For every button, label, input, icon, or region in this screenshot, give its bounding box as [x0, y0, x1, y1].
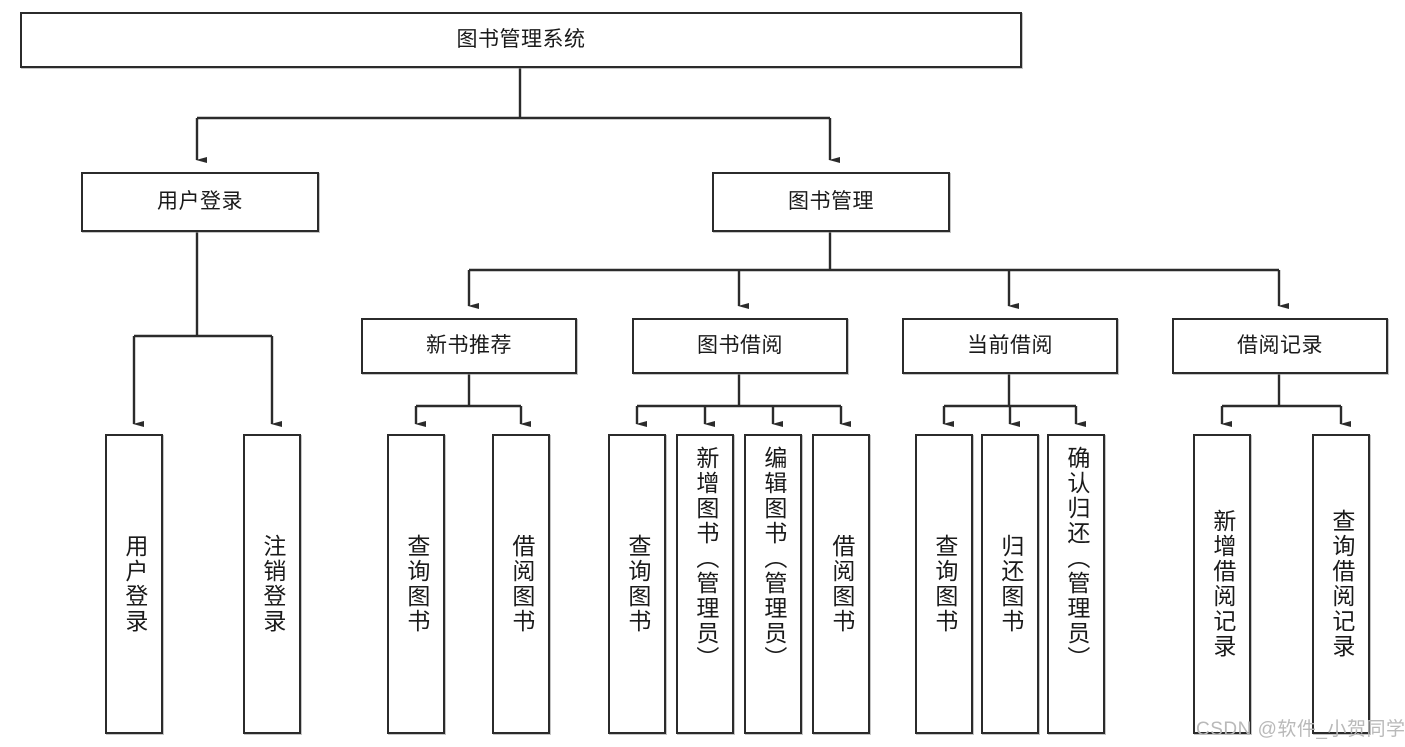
- node-label: 当前借阅: [967, 334, 1053, 358]
- node-label: 编辑图书（管理员）: [760, 446, 787, 671]
- node-label: 新增图书（管理员）: [692, 446, 719, 671]
- node-label: 借阅记录: [1237, 334, 1323, 358]
- leaf-record-add-record[interactable]: 新增借阅记录: [1193, 434, 1251, 734]
- node-label: 注销登录: [259, 534, 286, 634]
- node-current-borrow[interactable]: 当前借阅: [902, 318, 1118, 374]
- leaf-user-login-signout[interactable]: 注销登录: [243, 434, 301, 734]
- node-user-login[interactable]: 用户登录: [81, 172, 319, 232]
- leaf-borrow-query-book[interactable]: 查询图书: [608, 434, 666, 734]
- node-label: 新书推荐: [426, 334, 512, 358]
- leaf-borrow-edit-book-admin[interactable]: 编辑图书（管理员）: [744, 434, 802, 734]
- node-label: 图书管理: [788, 190, 874, 214]
- leaf-borrow-borrow-book[interactable]: 借阅图书: [812, 434, 870, 734]
- node-label: 归还图书: [997, 534, 1024, 634]
- node-label: 确认归还（管理员）: [1063, 446, 1090, 671]
- node-new-book-recommend[interactable]: 新书推荐: [361, 318, 577, 374]
- node-label: 查询图书: [403, 534, 430, 634]
- node-book-borrow[interactable]: 图书借阅: [632, 318, 848, 374]
- leaf-recommend-borrow-book[interactable]: 借阅图书: [492, 434, 550, 734]
- node-label: 图书管理系统: [456, 28, 586, 52]
- node-label: 查询借阅记录: [1328, 509, 1355, 659]
- node-book-management[interactable]: 图书管理: [712, 172, 950, 232]
- node-root-system[interactable]: 图书管理系统: [20, 12, 1022, 68]
- node-label: 图书借阅: [697, 334, 783, 358]
- leaf-record-query-record[interactable]: 查询借阅记录: [1312, 434, 1370, 734]
- node-borrow-record[interactable]: 借阅记录: [1172, 318, 1388, 374]
- leaf-current-return-book[interactable]: 归还图书: [981, 434, 1039, 734]
- node-label: 借阅图书: [508, 534, 535, 634]
- leaf-current-confirm-return-admin[interactable]: 确认归还（管理员）: [1047, 434, 1105, 734]
- leaf-borrow-add-book-admin[interactable]: 新增图书（管理员）: [676, 434, 734, 734]
- leaf-current-query-book[interactable]: 查询图书: [915, 434, 973, 734]
- node-label: 新增借阅记录: [1209, 509, 1236, 659]
- node-label: 查询图书: [931, 534, 958, 634]
- csdn-watermark: CSDN @软件_小贺同学: [1196, 719, 1405, 740]
- node-label: 用户登录: [121, 534, 148, 634]
- leaf-user-login-signin[interactable]: 用户登录: [105, 434, 163, 734]
- leaf-recommend-query-book[interactable]: 查询图书: [387, 434, 445, 734]
- node-label: 借阅图书: [828, 534, 855, 634]
- node-label: 用户登录: [157, 190, 243, 214]
- node-label: 查询图书: [624, 534, 651, 634]
